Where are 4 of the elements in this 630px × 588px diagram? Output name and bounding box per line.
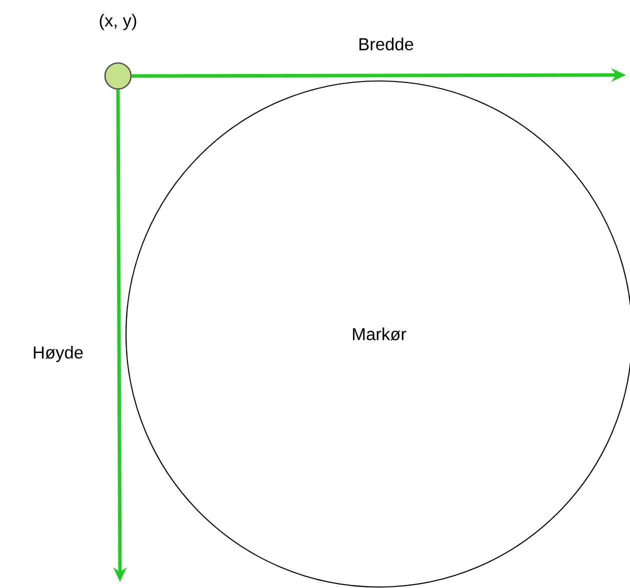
point-circle xyxy=(104,62,132,90)
dimension-label: Høyde xyxy=(31,344,85,364)
coordinate-label: (x, y) xyxy=(100,14,136,30)
dimension-label: Bredde xyxy=(356,36,416,52)
